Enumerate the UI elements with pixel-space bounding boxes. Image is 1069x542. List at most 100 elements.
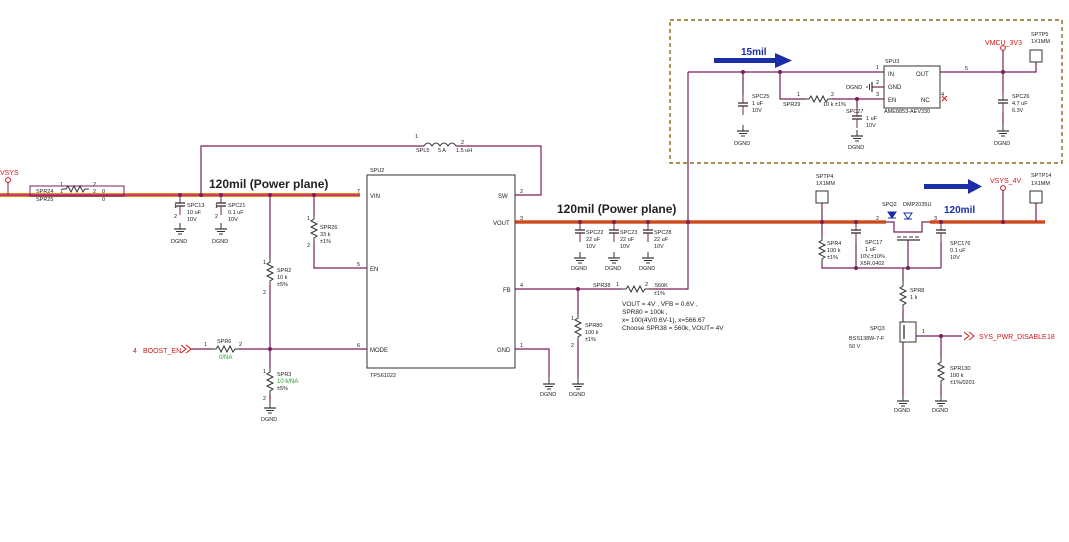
spu2-ref: SPU2 [370,168,384,174]
spc28-ref: SPC28 [654,230,671,236]
spr3-ref: SPR3 [277,372,291,378]
spr24-ref: SPR24 [36,189,53,195]
spu2-pin-vout: VOUT [493,221,510,227]
spr25-pin1: 1 [60,189,63,195]
spu2-pin-sw: SW [498,194,508,200]
spr80-v1: 100 k [585,330,599,336]
spc26-ref: SPC26 [1012,94,1029,100]
spu2-pinnum-sw: 2 [520,189,523,195]
spr6-pin1: 1 [204,342,207,348]
spr80-gnd-label: DGND [569,392,585,398]
spr29-v1: 10 k ±1% [823,102,846,108]
spr25-pin2: 2 [93,189,96,195]
spq3-pin1: 1 [922,329,925,335]
spr29-pin1: 1 [797,92,800,98]
spq3-ref: SPQ3 [870,326,885,332]
spc23-gnd-label: DGND [605,266,621,272]
boost-en-label: BOOST_EN [143,348,181,355]
cap-spc176: SPC176 0.1 uF 10V [935,220,971,268]
cap-spc13: 1 2 SPC13 10 uF 10V DGND [171,193,204,245]
spc25-gnd-label: DGND [734,141,750,147]
spr2-v1: 10 k [277,275,288,281]
spu3-pinnum-in: 1 [876,65,879,71]
spl5-ref: SPL5 [416,148,429,154]
spc25-ref: SPC25 [752,94,769,100]
flow-arrow-15mil [714,53,792,68]
spu3-pin-in: IN [888,72,894,78]
spc17-v3: X5R,0402 [860,261,884,267]
spc21-v1: 0.1 uF [228,210,244,216]
spl5-v1: 5 A [438,148,446,154]
spr8-ref: SPR8 [910,288,924,294]
spr4-v2: ±1% [827,255,838,261]
spc22-v2: 10V [586,244,596,250]
resistor-spr4: SPR4 100 k ±1% [818,220,941,269]
spr80-pin1: 1 [571,316,574,322]
spc28-gnd-label: DGND [639,266,655,272]
resistor-spr130: DGND SPR130 100 k ±1%/0201 [932,336,975,414]
spc23-ref: SPC23 [620,230,637,236]
spc22-gnd-label: DGND [571,266,587,272]
resistor-spr38: SPR38 560K ±1% 1 2 [515,220,690,297]
spu3-pin-out: OUT [916,72,929,78]
spu3-pinnum-en: 3 [876,92,879,98]
resistor-spr29: SPR29 10 k ±1% 1 2 [778,70,880,108]
spu3-pinnum-gnd: 2 [876,80,879,86]
sptp5-value: 1X1MM [1031,39,1050,45]
spr4-v1: 100 k [827,248,841,254]
spr130-gnd-label: DGND [932,408,948,414]
spr3-gnd-label: DGND [261,417,277,423]
sptp4-value: 1X1MM [816,181,835,187]
spr26-v2: ±1% [320,239,331,245]
ic-spu2: SPU2 TPS61022 VIN EN MODE SW VOUT FB GND… [357,168,523,379]
spu2-pin-gnd: GND [497,348,511,354]
spu2-pinnum-vin: 7 [357,189,360,195]
spr3-pin2: 2 [263,396,266,402]
spc13-pin1: 1 [174,204,177,210]
spc13-ref: SPC13 [187,203,204,209]
resistor-spr6: SPR6 0/NA 1 2 [204,339,367,361]
spu3-pin-en: EN [888,98,896,104]
spc21-ref: SPC21 [228,203,245,209]
spc13-v2: 10V [187,217,197,223]
spr3-v1: 10 k/NA [277,379,298,385]
net-label-vsys: VSYS [0,170,19,177]
spu2-pinnum-mode: 6 [357,343,360,349]
spq3-value: 50 V [849,344,861,350]
spr38-ref: SPR38 [593,283,610,289]
spc176-v1: 0.1 uF [950,248,966,254]
calc-line-3: x= 100(4V/0.6V-1), x=566.67 [622,317,705,324]
spc13-v1: 10 uF [187,210,202,216]
cap-spc28: DGND SPC28 22 uF 10V [639,220,671,272]
spu2-pinnum-vout: 3 [520,216,523,222]
spc176-v2: 10V [950,255,960,261]
spr2-pin1: 1 [263,260,266,266]
spc21-v2: 10V [228,217,238,223]
cap-spc21: 1 2 SPC21 0.1 uF 10V DGND [212,193,245,245]
spu3-pin-gnd: GND [888,85,902,91]
trace-width-15mil: 15mil [741,47,767,58]
spu3-pin-nc: NC [921,98,930,104]
sptp4-ref: SPTP4 [816,174,833,180]
spu2-pin-mode: MODE [370,348,388,354]
net-sys-pwr-disable: SYS_PWR_DISABLE 18 [941,331,1055,341]
testpoint-sptp4: SPTP4 1X1MM [815,174,835,222]
flow-arrow-vsys4v [924,179,982,194]
spc17-v2: 10V,±10% [860,254,885,260]
spu2-part: TPS61022 [370,373,396,379]
spc27-ref: SPC27 [846,109,863,115]
spu2-pinnum-fb: 4 [520,283,523,289]
spu2-gnd: DGND [515,348,556,398]
sys-pwr-disable-page: 18 [1047,334,1055,341]
spr38-pin2: 2 [645,282,648,288]
cap-spc26: DGND SPC26 4.7 uF 6.3V [994,72,1029,147]
spq2-ref: SPQ2 [882,202,897,208]
spr2-ref: SPR2 [277,268,291,274]
spr38-v2: ±1% [654,291,665,297]
mosfet-spq2: SPQ2 DMP2035U 2 3 [876,202,937,270]
spq2-part: DMP2035U [903,202,931,208]
cap-spc25: DGND SPC25 1 uF 10V [734,70,769,147]
spl5-pin2: 2 [461,140,464,146]
spq2-pin2: 2 [876,216,879,222]
spr24-pin1: 1 [60,182,63,188]
